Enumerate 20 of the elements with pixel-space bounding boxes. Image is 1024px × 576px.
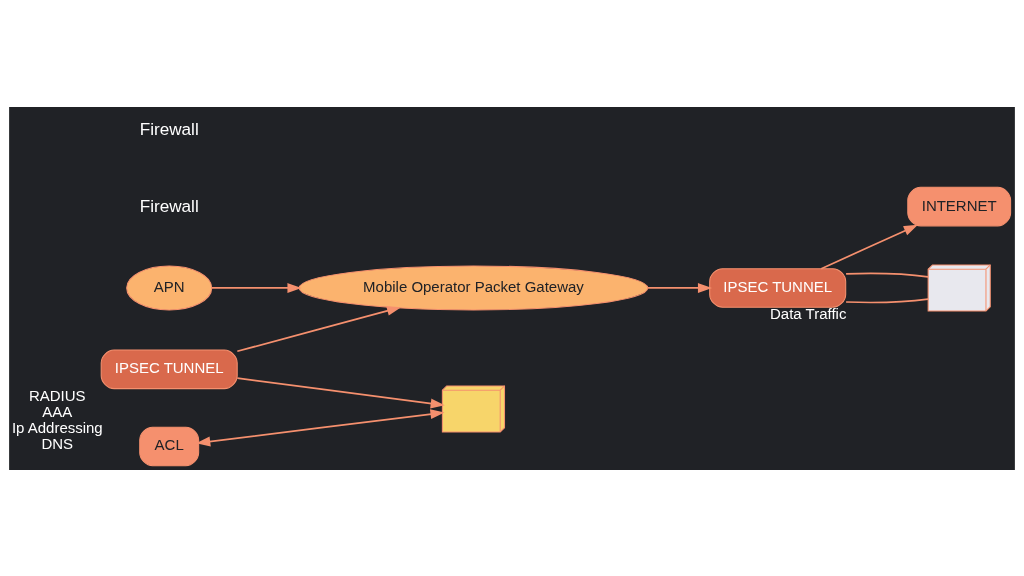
label: Firewall bbox=[139, 118, 199, 139]
arrow bbox=[820, 224, 918, 270]
label: Firewall bbox=[139, 195, 199, 216]
connector bbox=[845, 297, 929, 303]
arrow bbox=[196, 408, 445, 446]
node-label: Ip Addressing bbox=[11, 418, 103, 436]
arrow bbox=[646, 282, 713, 293]
node-label: RADIUS bbox=[28, 386, 86, 404]
node-box: INTERNET bbox=[907, 186, 1012, 226]
connector bbox=[845, 272, 929, 278]
arrow bbox=[210, 282, 302, 293]
node-ellipse: APN bbox=[126, 264, 213, 310]
node-box: ACL bbox=[139, 426, 200, 466]
node-ellipse: Mobile Operator Packet Gateway bbox=[298, 264, 649, 310]
arrow bbox=[236, 376, 445, 408]
node-box: IPSEC TUNNEL bbox=[100, 349, 238, 389]
arrow bbox=[236, 305, 402, 352]
node-label: DNS bbox=[41, 434, 74, 452]
node-box: IPSEC TUNNEL bbox=[709, 267, 847, 308]
node-label: AAA bbox=[42, 402, 73, 420]
